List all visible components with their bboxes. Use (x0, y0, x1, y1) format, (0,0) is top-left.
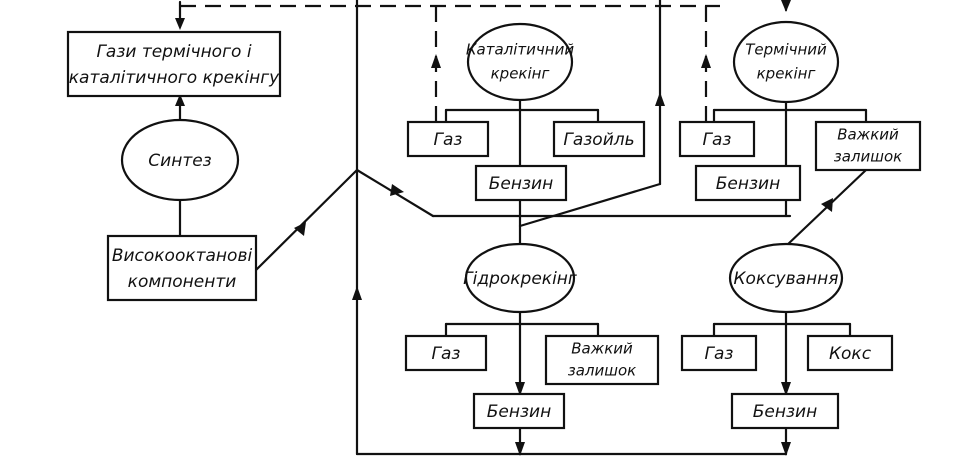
hydro-gas-label: Газ (432, 344, 461, 364)
thermal-cracking-label-line1: Термічний (745, 41, 827, 59)
hydrocracking-label: Гідрокрекінг (463, 269, 577, 289)
node-hydrocracking: Гідрокрекінг (463, 242, 577, 314)
cracking-gases-label-line1: Гази термічного і (96, 42, 251, 62)
node-synthesis: Синтез (120, 118, 240, 202)
node-therm-gasoline: Бензин (694, 164, 802, 202)
node-cat-gasoline: Бензин (474, 164, 568, 202)
arrow-high-octane-to-mix (294, 222, 306, 236)
catalytic-cracking-label-line1: Каталітичний (466, 41, 574, 59)
node-cat-gas: Газ (406, 120, 490, 158)
node-cat-gasoil: Газойль (552, 120, 646, 158)
arrow-coke-gasoline (781, 382, 791, 396)
cat-gas-label: Газ (434, 130, 463, 150)
therm-gasoline-label: Бензин (716, 174, 780, 194)
cracking-gases-label-line2: каталітичного крекінгу (69, 68, 280, 88)
node-hydro-gas: Газ (404, 334, 488, 372)
node-cracking-gases: Гази термічного і каталітичного крекінгу (66, 30, 282, 98)
high-octane-label-line1: Високооктанові (112, 246, 253, 266)
node-catalytic-cracking: Каталітичний крекінг (466, 22, 574, 102)
node-thermal-cracking: Термічний крекінг (732, 20, 840, 104)
hydro-gasoline-label: Бензин (487, 402, 551, 422)
cat-gasoil-label: Газойль (563, 130, 634, 150)
node-coke: Кокс (806, 334, 894, 372)
hydro-residue-label-line1: Важкий (571, 340, 633, 358)
arrow-coke-gasoline-out (781, 442, 791, 456)
node-hydro-gasoline: Бензин (472, 392, 566, 430)
node-therm-gas: Газ (678, 120, 756, 158)
arrowheads (175, 0, 833, 456)
synthesis-label: Синтез (148, 151, 211, 171)
arrow-up-therm-gas (701, 54, 711, 68)
node-therm-residue: Важкий залишок (814, 120, 922, 172)
coke-label: Кокс (829, 344, 872, 364)
node-coke-gasoline: Бензин (730, 392, 840, 430)
arrow-up-to-cracking-gases (175, 94, 185, 106)
arrow-cat-gasoline-up (655, 92, 665, 106)
node-high-octane: Високооктанові компоненти (106, 234, 258, 302)
arrow-into-thermal-cracking (781, 0, 791, 12)
therm-residue-label-line1: Важкий (837, 126, 899, 144)
arrow-into-cracking-gases (175, 18, 185, 30)
arrow-hydro-gasoline-out (515, 442, 525, 456)
coke-gasoline-label: Бензин (753, 402, 817, 422)
node-coke-gas: Газ (680, 334, 758, 372)
thermal-cracking-label-line2: крекінг (757, 65, 816, 83)
arrow-hydro-gasoline (515, 382, 525, 396)
arrow-up-main-collector (352, 286, 362, 300)
therm-gas-label: Газ (703, 130, 732, 150)
arrow-mix-to-hydro-feed (390, 184, 404, 196)
therm-residue-label-line2: залишок (834, 148, 902, 166)
arrow-up-cat-gas (431, 54, 441, 68)
hydro-residue-label-line2: залишок (568, 362, 636, 380)
cat-gasoline-label: Бензин (489, 174, 553, 194)
catalytic-cracking-label-line2: крекінг (491, 65, 550, 83)
node-coking: Коксування (728, 242, 844, 314)
high-octane-label-line2: компоненти (128, 272, 237, 292)
coke-gas-label: Газ (705, 344, 734, 364)
arrow-residue-to-coking (821, 198, 833, 212)
node-hydro-residue: Важкий залишок (544, 334, 660, 386)
coking-label: Коксування (733, 269, 838, 289)
